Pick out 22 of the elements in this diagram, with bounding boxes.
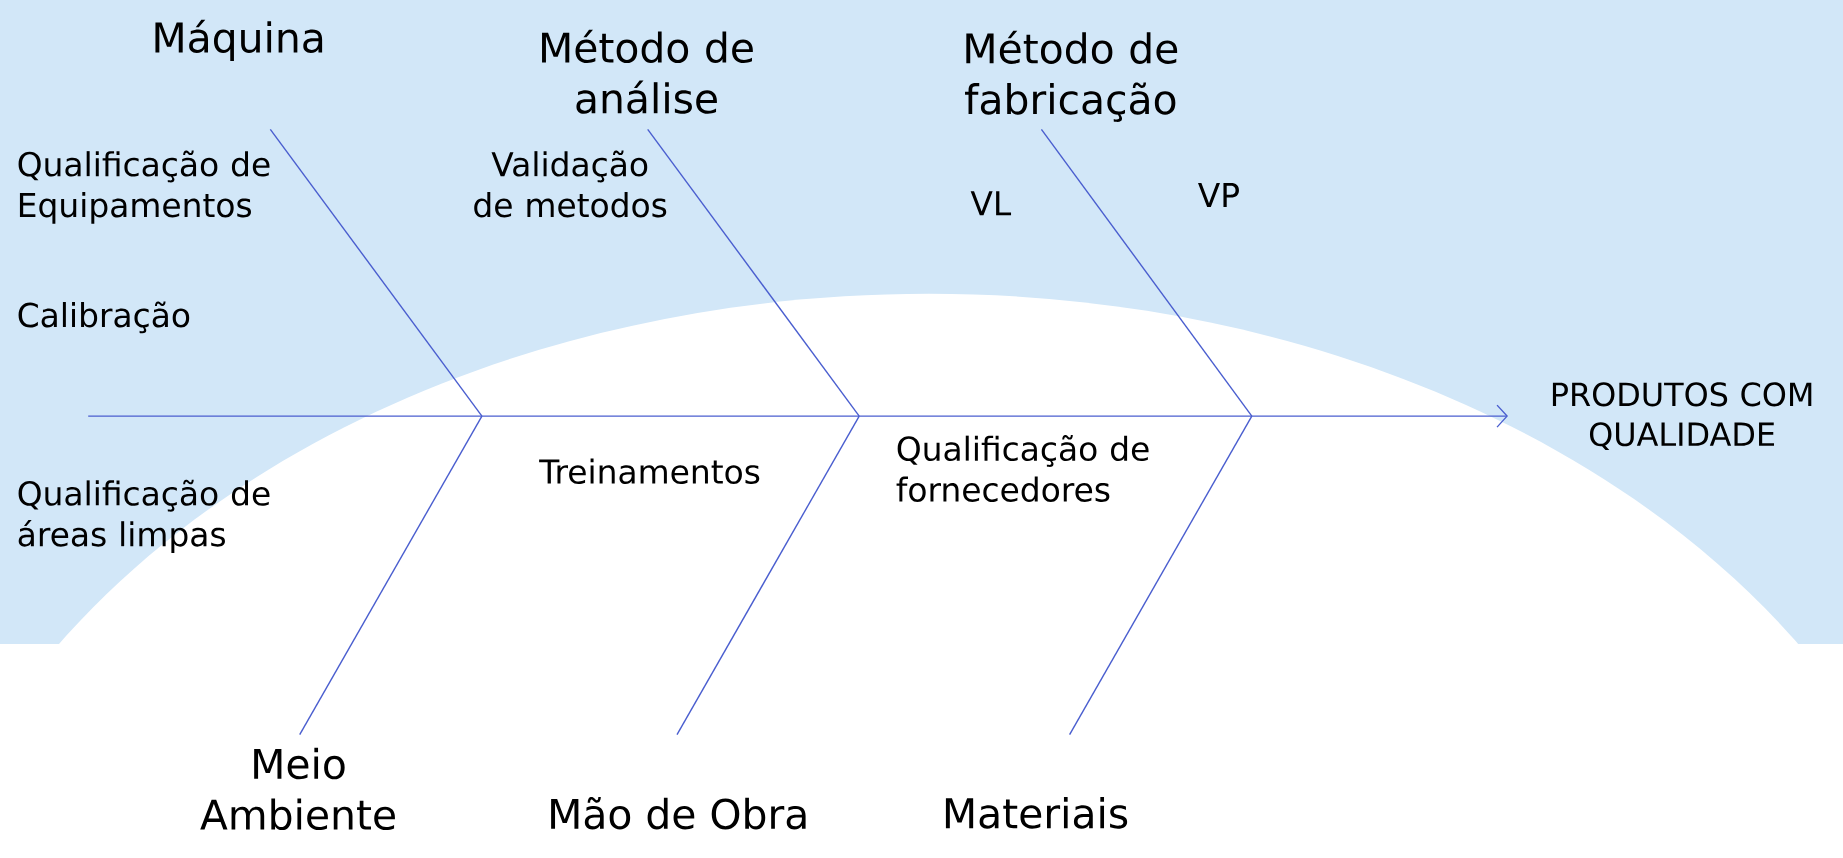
category-label: Máquina: [155, 19, 323, 61]
bone-line: [1068, 415, 1253, 736]
category-label: Método de análise: [542, 29, 753, 114]
category-label: PRODUTOS COM QUALIDADE: [1552, 382, 1812, 450]
bone-line: [269, 128, 483, 417]
cause-label: Calibração: [18, 301, 190, 334]
category-label: Método de fabricação: [965, 30, 1178, 122]
category-label: Materiais: [945, 797, 1128, 829]
category-label: Mão de Obra: [551, 797, 806, 830]
bone-line: [1040, 128, 1253, 417]
category-label: Meio Ambiente: [200, 747, 395, 831]
cause-label: VL: [970, 191, 1012, 216]
bone-line: [676, 415, 860, 736]
arrow: [87, 404, 1508, 428]
cause-label: VP: [1198, 183, 1239, 208]
cause-label: Qualificação de Equipamentos: [18, 150, 270, 224]
bone-line: [647, 128, 860, 417]
cause-label: Treinamentos: [539, 458, 760, 484]
cause-label: Validação de metodos: [474, 150, 667, 218]
cause-label: Qualificação de fornecedores: [896, 435, 1149, 502]
cause-label: Qualificação de áreas limpas: [18, 479, 270, 554]
bone-line: [299, 415, 483, 736]
